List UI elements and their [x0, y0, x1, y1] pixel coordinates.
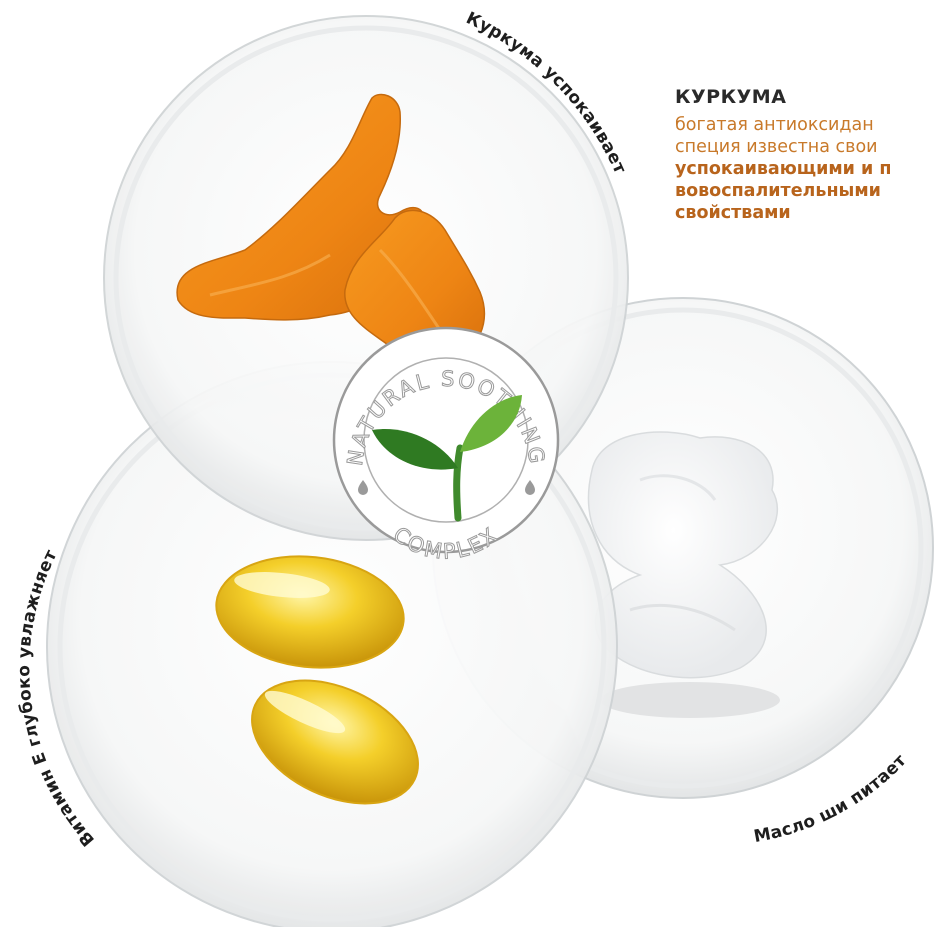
- natural-soothing-complex-seal: NATURAL SOOTHING COMPLEX: [332, 326, 560, 565]
- description-line: специя известна свои: [675, 137, 878, 157]
- turmeric-description: КУРКУМА богатая антиоксидан специя извес…: [675, 86, 940, 224]
- turmeric-root-shape: [176, 93, 485, 366]
- description-line-bold: успокаивающими и п: [675, 159, 892, 179]
- description-line: богатая антиоксидан: [675, 115, 874, 135]
- water-drop-icon: [358, 480, 368, 495]
- description-line-bold: свойствами: [675, 203, 791, 223]
- sprout-icon: [372, 395, 522, 522]
- water-drop-icon: [525, 480, 535, 495]
- ingredient-heading: КУРКУМА: [675, 86, 787, 108]
- capsule-icon: [251, 679, 419, 805]
- capsule-icon: [215, 555, 405, 669]
- description-line-bold: вовоспалительными: [675, 181, 881, 201]
- shea-butter-shape: [587, 431, 780, 718]
